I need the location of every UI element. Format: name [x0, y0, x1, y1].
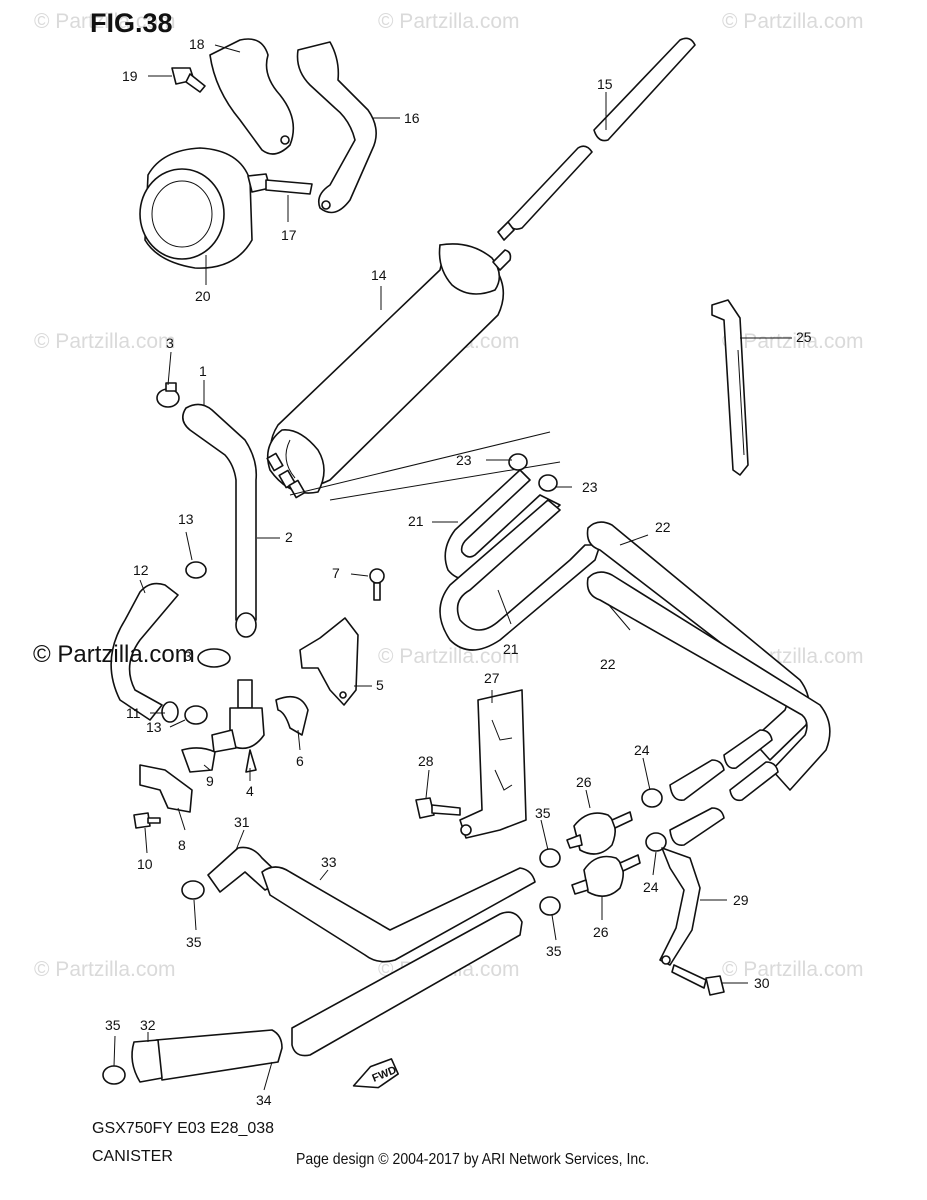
callout-12: 12 [133, 562, 149, 578]
check-valve-part[interactable] [566, 811, 641, 897]
callout-16: 16 [404, 110, 420, 126]
model-code: GSX750FY E03 E28_038 [92, 1120, 275, 1137]
callout-15: 15 [597, 76, 613, 92]
callout-14: 14 [371, 267, 387, 283]
bracket-part[interactable] [659, 847, 725, 996]
callout-20: 20 [195, 288, 211, 304]
watermark-highlight: © Partzilla.com [33, 641, 195, 668]
callout-35-lower: 35 [546, 943, 562, 959]
watermark: © Partzilla.com [378, 10, 520, 33]
figure-title: FIG.38 [90, 8, 173, 38]
callout-26-bottom: 26 [593, 924, 609, 940]
callout-19: 19 [122, 68, 138, 84]
callout-10: 10 [137, 856, 153, 872]
section-name: CANISTER [92, 1148, 173, 1165]
bracket-part[interactable] [139, 38, 377, 269]
hose-part[interactable] [182, 403, 258, 638]
leader-lines [113, 44, 792, 1091]
callout-27: 27 [484, 670, 500, 686]
clamp-part[interactable] [102, 382, 667, 1085]
callout-22-top: 22 [655, 519, 671, 535]
hose-part[interactable] [131, 846, 536, 1083]
callout-28: 28 [418, 753, 434, 769]
callout-35-mid: 35 [535, 805, 551, 821]
hose-part[interactable] [497, 37, 696, 241]
callout-13-top: 13 [178, 511, 194, 527]
callout-7: 7 [332, 565, 340, 581]
callout-21-bottom: 21 [503, 641, 519, 657]
canister-part[interactable] [266, 243, 561, 501]
callout-18: 18 [189, 36, 205, 52]
hose-part[interactable] [110, 582, 179, 723]
bracket-part[interactable] [415, 689, 527, 839]
callout-2: 2 [285, 529, 293, 545]
callout-22-bottom: 22 [600, 656, 616, 672]
callout-17: 17 [281, 227, 297, 243]
callout-labels: 18 19 15 16 17 20 14 25 3 1 23 23 21 22 … [105, 36, 812, 1108]
callout-24-bottom: 24 [643, 879, 659, 895]
watermark: © Partzilla.com [34, 330, 176, 353]
callout-34: 34 [256, 1092, 272, 1108]
callout-5: 5 [376, 677, 384, 693]
grommet-part[interactable] [181, 695, 309, 773]
callout-31: 31 [234, 814, 250, 830]
hose-part[interactable] [439, 469, 831, 847]
watermark: © Partzilla.com [34, 958, 176, 981]
watermark: © Partzilla.com [722, 330, 864, 353]
callout-26-top: 26 [576, 774, 592, 790]
callout-21-top: 21 [408, 513, 424, 529]
callout-25: 25 [796, 329, 812, 345]
callout-3-mid: 3 [184, 648, 192, 664]
cable-tie-part[interactable] [711, 299, 749, 476]
callout-11: 11 [126, 705, 141, 721]
callout-23-left: 23 [456, 452, 472, 468]
watermark: © Partzilla.com [34, 10, 176, 33]
page-credit: Page design © 2004-2017 by ARI Network S… [296, 1151, 650, 1168]
forward-direction-marker: FWD [352, 1058, 399, 1089]
callout-35-bottom: 35 [105, 1017, 121, 1033]
watermark: © Partzilla.com [722, 10, 864, 33]
callout-32: 32 [140, 1017, 156, 1033]
callout-13-bottom: 13 [146, 719, 162, 735]
callout-6: 6 [296, 753, 304, 769]
callout-30: 30 [754, 975, 770, 991]
callout-9: 9 [206, 773, 214, 789]
callout-23-right: 23 [582, 479, 598, 495]
callout-35-left: 35 [186, 934, 202, 950]
watermark: © Partzilla.com [378, 645, 520, 668]
valve-part[interactable] [211, 679, 265, 773]
bolt-part[interactable] [171, 67, 313, 195]
callout-29: 29 [733, 892, 749, 908]
callout-8: 8 [178, 837, 186, 853]
callout-3-top: 3 [166, 335, 174, 351]
bracket-part[interactable] [139, 617, 359, 813]
screw-part[interactable] [133, 568, 385, 829]
callout-1: 1 [199, 363, 207, 379]
callout-33: 33 [321, 854, 337, 870]
callout-4: 4 [246, 783, 254, 799]
watermark: © Partzilla.com [722, 958, 864, 981]
callout-24-top: 24 [634, 742, 650, 758]
